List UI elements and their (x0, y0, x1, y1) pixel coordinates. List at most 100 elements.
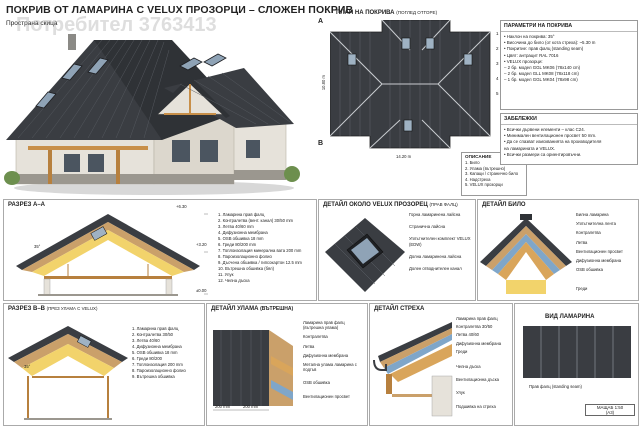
plan-legend: ОПИСАНИЕ 1. Било 2. Улама (вътрешно) 3. … (461, 152, 527, 196)
parameter-item: • VELUX прозорци: (504, 58, 543, 64)
layer-item: 8. Пароизолационно фолио (132, 368, 186, 373)
velux-window-plan (463, 53, 473, 66)
section-bb-panel: РАЗРЕЗ B–B (през улама с VELUX) 35° 1. Л… (3, 303, 205, 426)
layer-item: 9. Дъсчена обшивка / гипсокартон 12.5 mm (218, 260, 302, 265)
layer-item: 1. Ламарина прав фалц (218, 212, 265, 217)
width-dimension: 14.20 m (396, 154, 412, 159)
eave-detail-panel: ДЕТАЙЛ СТРЕХА Ламарина прав фалц Контрал… (369, 303, 513, 426)
level-label: +3.20 (196, 242, 207, 247)
plan-legend-title: ОПИСАНИЕ (465, 154, 492, 159)
velux-window-plan (403, 119, 413, 132)
velux-window-plan (425, 37, 435, 50)
roof-plan: ПЛАН НА ПОКРИВА (поглед отгоре) (318, 10, 500, 165)
callout-marker: 3 (496, 61, 499, 66)
layer-item: 9. Вътрешна обшивка (132, 374, 175, 379)
section-a-marker: A (318, 18, 324, 25)
sheet-view-drawing (523, 326, 631, 378)
roof-angle-label: 35° (34, 244, 41, 249)
velux-window (61, 63, 83, 81)
callout-marker: 4 (496, 76, 499, 81)
parameter-item: – 2 бр. модел GGL MK06 (78x140 cm) (504, 65, 581, 71)
level-label: ±0.00 (196, 288, 207, 293)
velux-window (203, 53, 227, 67)
ridge-detail-panel: ДЕТАЙЛ БИЛО Билна ламарина Уплътнителна … (477, 199, 639, 301)
scale-box: МАЩАБ 1:50 (A3) (585, 404, 635, 416)
section-bb-layers: 1. Ламарина прав фалц 2. Контралетва 30/… (132, 326, 186, 380)
layer-item: 3. Летва 40/60 mm (218, 224, 254, 229)
eave-detail-drawing (373, 322, 453, 417)
detail-label: Греди (576, 286, 588, 292)
layer-item: 4. Дифузионна мембрана (218, 230, 268, 235)
roof-plan-title-note: (поглед отгоре) (396, 10, 438, 15)
page-title: ПОКРИВ ОТ ЛАМАРИНА С VELUX ПРОЗОРЦИ – СЛ… (6, 4, 354, 16)
section-bb-drawing (8, 326, 128, 420)
layer-item: 7. Топлоизолация минерална вата 200 mm (218, 248, 302, 253)
detail-label: Ламарина прав фалц (456, 316, 498, 321)
detail-label: Вентилационна дъска (456, 377, 499, 383)
section-bb-title: РАЗРЕЗ B–B (8, 306, 45, 312)
section-bb-title-note: (през улама с VELUX) (46, 306, 98, 311)
watermark: Потребител 3763413 (16, 14, 217, 36)
velux-detail-labels: Горна ламаринена лайсна Странична лайсна… (409, 212, 473, 271)
notes-title: ЗАБЕЛЕЖКИ (501, 114, 637, 125)
sheet-view-title: ВИД ЛАМАРИНА (545, 314, 595, 320)
valley-detail-title-note: (ВЪТРЕШНА) (260, 306, 294, 312)
callout-marker: 5 (496, 91, 499, 96)
roof-plan-title: ПЛАН НА ПОКРИВА (336, 10, 395, 16)
layer-item: 6. Греди 80/200 (132, 356, 163, 361)
detail-label: OSB обшивка (576, 267, 603, 273)
layer-item: 10. Вътрешна обшивка (бял) (218, 266, 275, 271)
eave-detail-labels: Ламарина прав фалц Контралетва 30/50 Лет… (456, 316, 501, 409)
roof-plan-drawing (329, 19, 491, 149)
note-item: на ламарината и VELUX. (504, 145, 556, 151)
section-aa-layers: 1. Ламарина прав фалц 2. Контралетва (ве… (218, 212, 302, 284)
parameter-item: • Покритие: прав фалц (standing seam) (504, 46, 584, 52)
dimension-label: 200 mm (243, 404, 259, 409)
note-item: • Всички размери са ориентировъчни. (504, 151, 582, 157)
detail-label: Летва 40/60 (456, 332, 480, 338)
plan-callouts: 1 2 3 4 5 (496, 26, 499, 101)
detail-label: Билна ламарина (576, 212, 609, 217)
detail-label: Метална улама ламарина с подгъв (303, 362, 357, 373)
detail-label: Дифузионна мембрана (303, 352, 349, 358)
roof-angle-label: 35° (24, 364, 31, 369)
layer-item: 2. Контралетва 30/50 (132, 332, 174, 337)
detail-label: Долна ламаринена лайсна (409, 253, 462, 259)
ridge-detail-title: ДЕТАЙЛ БИЛО (482, 202, 526, 208)
detail-label: Уплътнителен комплект VELUX (EDW) (409, 236, 471, 247)
parameter-item: – 1 бр. модел GGL MK04 (78x98 cm) (504, 77, 578, 83)
layer-item: 2. Контралетва (вент. канал) 30/50 mm (218, 218, 294, 223)
ridge-detail-labels: Билна ламарина Уплътнителна лента Контра… (576, 212, 623, 292)
detail-label: Ламарина прав фалц (вътрешна улама) (303, 320, 345, 331)
velux-window (87, 57, 109, 75)
velux-detail-panel: ДЕТАЙЛ ОКОЛО VELUX ПРОЗОРЕЦ (прав фалц) … (318, 199, 476, 301)
detail-label: OSB обшивка (303, 380, 330, 386)
valley-detail-panel: ДЕТАЙЛ УЛАМА (ВЪТРЕШНА) 200 mm 200 mm Ла… (206, 303, 368, 426)
detail-label: Контралетва (576, 230, 601, 236)
valley-detail-labels: Ламарина прав фалц (вътрешна улама) Конт… (303, 320, 365, 399)
detail-label: Странична лайсна (409, 224, 446, 230)
layer-item: 5. OSB обшивка 18 mm (218, 236, 264, 241)
dimension-label: 200 mm (215, 404, 231, 409)
detail-label: Контралетва 30/50 (456, 324, 493, 330)
note-item: • Минимален вентилационен просвет 50 mm. (504, 133, 597, 139)
detail-label: Дифузионна мембрана (456, 340, 502, 346)
ridge-detail-drawing (480, 214, 572, 294)
velux-window-plan (347, 53, 357, 66)
callout-marker: 1 (496, 31, 499, 36)
page-subtitle: Пространа скица (6, 20, 58, 27)
section-aa-drawing (16, 213, 208, 296)
legend-item: 5. VELUX прозорци (465, 182, 503, 188)
detail-label: Летва (303, 343, 315, 349)
velux-detail-title-note: (прав фалц) (429, 202, 458, 207)
valley-detail-drawing (213, 330, 293, 411)
eave-detail-title: ДЕТАЙЛ СТРЕХА (374, 306, 425, 312)
velux-window (35, 91, 57, 109)
sheet-view-caption: Прав фалц (standing seam) (529, 384, 582, 389)
legend-item: 2. Улама (вътрешно) (465, 165, 506, 171)
layer-item: 12. Челна дъска (218, 278, 250, 283)
layer-item: 5. OSB обшивка 18 mm (132, 350, 178, 355)
velux-window-plan (401, 37, 411, 50)
velux-detail-drawing (325, 218, 405, 292)
legend-item: 3. Капаци / странично било (465, 171, 519, 177)
